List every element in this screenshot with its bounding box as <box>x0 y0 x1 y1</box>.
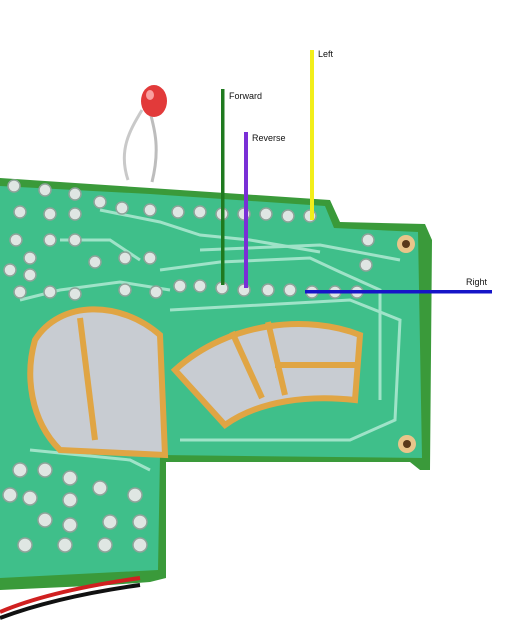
right-marker-line <box>305 290 492 294</box>
red-wire <box>0 576 141 614</box>
black-wire <box>0 583 141 620</box>
led-lead <box>148 111 158 183</box>
forward-label: Forward <box>229 91 263 101</box>
mounting-hole-center <box>402 240 410 248</box>
copper-divider <box>265 321 288 396</box>
foil-contact-pad <box>27 306 169 459</box>
reverse-marker-line <box>244 132 248 288</box>
reverse-label: Reverse <box>252 133 286 143</box>
copper-divider <box>229 330 265 400</box>
pcb-traces <box>19 208 402 472</box>
led-lead <box>122 109 144 181</box>
left-label: Left <box>318 49 334 59</box>
forward-marker-line <box>221 89 225 285</box>
copper-divider <box>77 317 98 441</box>
mounting-hole-center <box>403 440 411 448</box>
left-marker-line <box>310 50 314 220</box>
right-label: Right <box>466 277 488 287</box>
led-highlight <box>146 90 154 100</box>
foil-contact-pad <box>170 321 364 429</box>
red-led-icon <box>141 85 167 117</box>
